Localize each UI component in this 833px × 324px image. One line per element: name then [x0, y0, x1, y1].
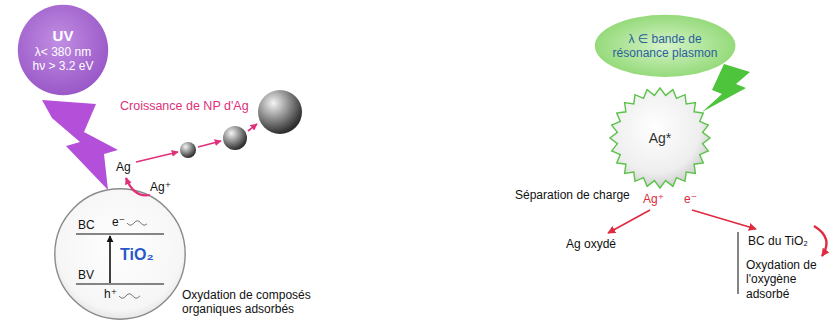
plasmon-excitation-ellipse-outline: [595, 15, 736, 77]
growth-caption: Croissance de NP d'Ag: [120, 99, 249, 114]
species-label: Ag⁺: [150, 180, 171, 194]
wavelength-label: λ< 380 nm: [35, 45, 91, 59]
process-note: Oxydation de composés organiques adsorbé…: [182, 288, 352, 317]
charge-carrier-label: e⁻: [684, 192, 697, 206]
tio2-particle-circle-outline: [55, 189, 185, 319]
process-note: Séparation de charge: [515, 188, 630, 202]
species-label: Ag⁺: [643, 192, 664, 206]
band-label: BC: [78, 218, 95, 232]
plasmon-lightning-bolt: [702, 64, 750, 112]
material-label: TiO₂: [120, 245, 153, 264]
charge-arrow: [608, 210, 650, 233]
node-content: Ag*: [649, 130, 672, 147]
node-content: λ ∈ bande de résonance plasmon: [608, 32, 722, 61]
uv-lightning-bolt: [42, 100, 118, 190]
product-label: Ag oxydé: [566, 237, 616, 251]
conduction-band-line: [76, 233, 164, 234]
separator-line: [737, 232, 738, 294]
species-label: Ag: [116, 160, 131, 174]
silver-nanoparticle-small: [180, 142, 196, 158]
node-body: UVλ< 380 nmhν > 3.2 eV: [17, 4, 109, 96]
electron-path: [127, 221, 147, 225]
node-body: Ag*: [610, 88, 710, 188]
plasmon-excitation-ellipse: λ ∈ bande de résonance plasmon: [594, 14, 736, 78]
band-diagram: [76, 178, 164, 298]
process-note: Oxydation de l'oxygène adsorbé: [746, 258, 830, 301]
silver-nanoparticle-large: [258, 90, 302, 134]
growth-arrow: [248, 124, 257, 131]
growth-arrow: [198, 141, 221, 147]
node-body: λ ∈ bande de résonance plasmon: [594, 14, 736, 78]
growth-arrow: [136, 152, 178, 162]
uv-source-circle-outline: [18, 5, 108, 95]
excitation-label: λ ∈ bande de résonance plasmon: [608, 32, 722, 61]
excited-silver-star-outline: [610, 88, 710, 188]
excited-silver-star: Ag*: [610, 88, 710, 188]
energy-label: hν > 3.2 eV: [32, 59, 93, 73]
silver-nanoparticle-medium: [223, 126, 247, 150]
species-label: Ag*: [649, 130, 672, 147]
charge-carrier-label: h⁺: [104, 287, 117, 301]
reduction-arrow: [126, 178, 150, 195]
curved-arrow: [814, 226, 827, 256]
source-label: UV: [53, 27, 74, 45]
excitation-arrow: [109, 236, 111, 283]
node-content: UVλ< 380 nmhν > 3.2 eV: [32, 27, 93, 74]
uv-source-circle: UVλ< 380 nmhν > 3.2 eV: [17, 4, 109, 96]
valence-band-line: [76, 283, 164, 284]
destination-label: BC du TiO₂: [748, 234, 808, 248]
charge-carrier-label: e⁻: [112, 215, 125, 229]
hole-path: [119, 294, 140, 298]
tio2-particle-circle: BC BV TiO₂ e⁻ h⁺: [54, 188, 186, 320]
charge-arrow: [692, 210, 756, 229]
band-label: BV: [78, 268, 94, 282]
